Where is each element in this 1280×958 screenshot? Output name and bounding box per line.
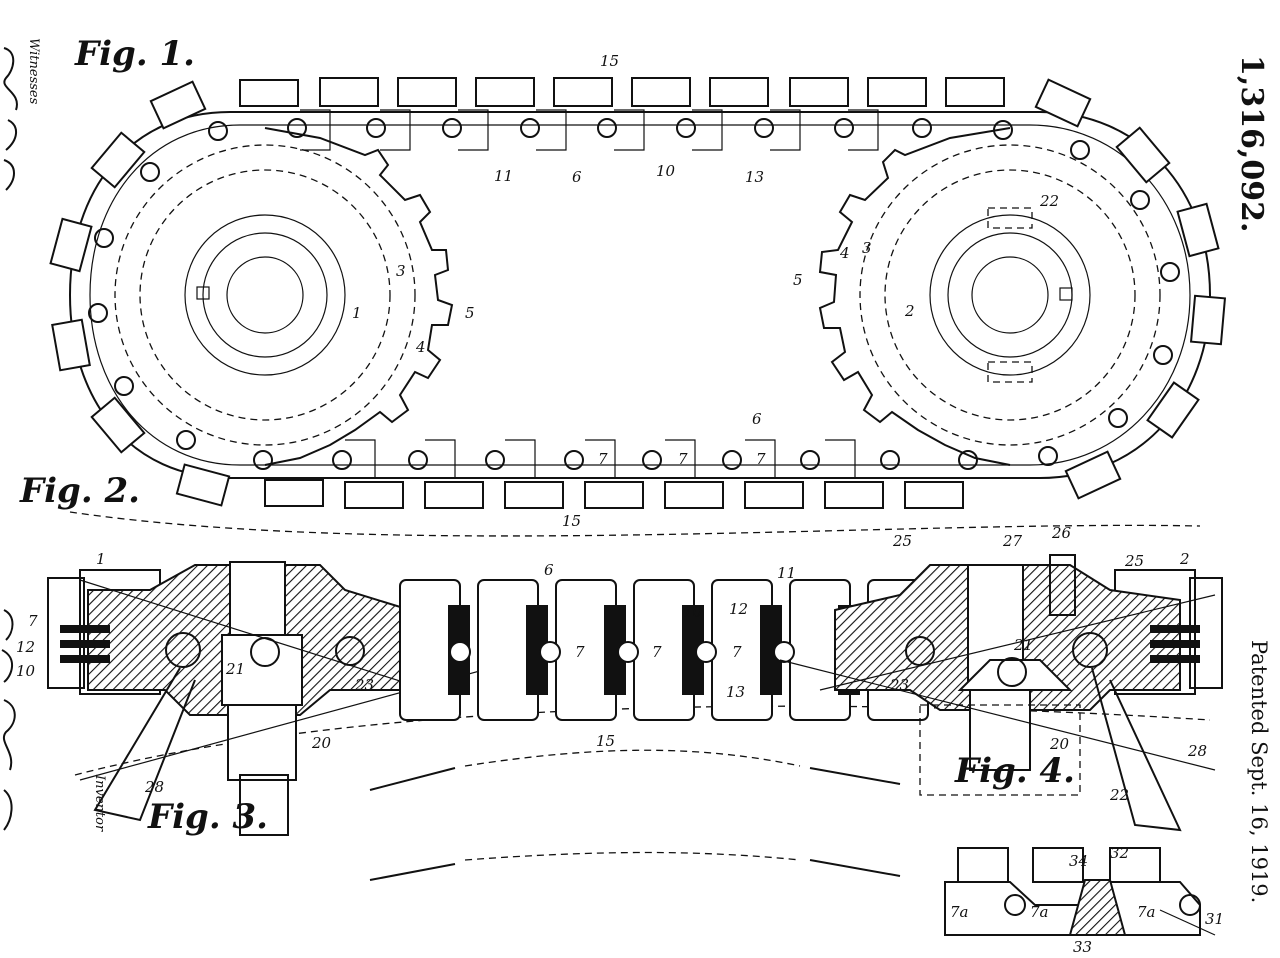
fig3: Fig. 3. (147, 749, 901, 881)
ref2-10b: 10 (683, 603, 703, 621)
top-track-shoes (239, 77, 1005, 107)
ref2-13: 13 (726, 683, 745, 701)
ref2-22: 22 (1109, 786, 1129, 804)
ref4-7a1: 7a (950, 903, 969, 921)
fig2-title: Fig. 2. (19, 471, 140, 511)
right-sprocket-wheel (818, 127, 1161, 466)
ref2-26: 26 (1051, 524, 1072, 542)
ref2-10a: 10 (16, 662, 36, 680)
ref-15b: 15 (562, 512, 581, 530)
witnesses-label: Witnesses (26, 38, 41, 105)
ref4-7a3: 7a (1137, 903, 1156, 921)
ref2-1: 1 (96, 550, 106, 568)
ref-11: 11 (494, 167, 513, 185)
fig4: Fig. 4. 7a 7a 7a 31 32 33 34 (944, 751, 1224, 956)
ref-3a: 3 (396, 262, 406, 280)
fig2-left-assembly (47, 561, 521, 836)
ref-6b: 6 (752, 410, 762, 428)
ref-13: 13 (745, 168, 764, 186)
ref4-33: 33 (1073, 938, 1092, 956)
fig1-title: Fig. 1. (74, 34, 195, 74)
ref2-6: 6 (544, 561, 554, 579)
right-curve-shoes (1034, 78, 1227, 500)
patent-number-block: 1,316,092. (1234, 55, 1269, 232)
ref2-28b: 28 (1187, 742, 1207, 760)
ref2-7b: 7 (575, 643, 585, 661)
ref2-7c: 7 (652, 643, 662, 661)
track-chain-outer (68, 111, 1212, 479)
fig4-title: Fig. 4. (954, 751, 1075, 791)
ref-7a: 7 (598, 450, 608, 468)
ref2-20b: 20 (1049, 735, 1070, 753)
ref-4b: 4 (839, 244, 850, 262)
ref2-2: 2 (1179, 550, 1190, 568)
patent-date-block: Patented Sept. 16, 1919. (1247, 640, 1271, 903)
ref-5a: 5 (465, 304, 475, 322)
ref2-25b: 25 (1124, 552, 1144, 570)
track-link-brackets (300, 109, 879, 479)
ref2-21b: 21 (1013, 636, 1033, 654)
ref-7b: 7 (678, 450, 688, 468)
ref2-7d: 7 (732, 643, 742, 661)
witness-signature: Witnesses (3, 38, 41, 191)
ref-7c: 7 (756, 450, 766, 468)
ref2-7a: 7 (28, 612, 38, 630)
ref4-34: 34 (1069, 852, 1088, 870)
fig1: Fig. 1. (49, 34, 1227, 530)
ref2-12a: 12 (16, 638, 35, 656)
ref-4a: 4 (415, 338, 426, 356)
track-pins (88, 118, 1180, 470)
fig2-reference-numbers: 1 2 6 7 7 7 7 10 10 11 12 12 13 15 20 20… (16, 524, 1207, 804)
fig3-title: Fig. 3. (147, 797, 268, 837)
ref4-7a2: 7a (1030, 903, 1049, 921)
ref-22: 22 (1039, 192, 1059, 210)
ref-2: 2 (904, 302, 915, 320)
ref-15a: 15 (600, 52, 619, 70)
ref2-25a: 25 (892, 532, 912, 550)
patent-date: Patented Sept. 16, 1919. (1247, 640, 1271, 903)
ref4-32: 32 (1110, 844, 1129, 862)
bottom-track-shoes (264, 479, 964, 509)
track-chain-inner (89, 124, 1191, 466)
ref2-11: 11 (777, 564, 796, 582)
ref2-21a: 21 (225, 660, 245, 678)
left-sprocket-wheel (114, 127, 454, 466)
ref2-20a: 20 (311, 734, 332, 752)
ref-6a: 6 (572, 168, 582, 186)
ref2-23b: 23 (889, 676, 909, 694)
fig2: Fig. 2. (16, 471, 1223, 836)
ref-10: 10 (656, 162, 676, 180)
ref4-31: 31 (1205, 910, 1224, 928)
fig1-reference-numbers: 1 2 3 3 4 4 5 5 6 6 7 7 7 10 11 13 15 15… (352, 52, 1059, 530)
fig2-right-assembly (779, 554, 1223, 832)
ref2-12b: 12 (729, 600, 748, 618)
left-curve-shoes (49, 80, 231, 507)
ref-3b: 3 (862, 239, 872, 257)
patent-number: 1,316,092. (1234, 55, 1269, 232)
ref2-15: 15 (596, 732, 615, 750)
ref2-27: 27 (1002, 532, 1023, 550)
ref-1: 1 (352, 304, 362, 322)
ref-5b: 5 (793, 271, 803, 289)
ref2-23a: 23 (354, 676, 374, 694)
ref2-28a: 28 (144, 778, 164, 796)
